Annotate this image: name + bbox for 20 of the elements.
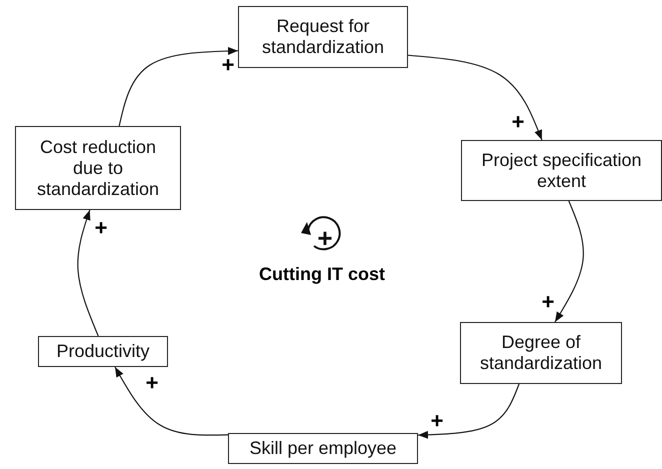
arrow bbox=[114, 366, 228, 436]
arrow bbox=[418, 384, 520, 439]
variable-label: Skill per employee bbox=[249, 438, 397, 459]
variable-label: Request for standardization bbox=[260, 16, 386, 58]
arrow bbox=[554, 200, 584, 322]
variable-box bbox=[461, 140, 662, 201]
arrow bbox=[77, 210, 99, 336]
variable-label: Cost reduction due to standardization bbox=[36, 136, 160, 200]
variable-box bbox=[15, 126, 181, 210]
variable-label: Degree of standardization bbox=[478, 332, 604, 374]
variable-label: Productivity bbox=[56, 341, 150, 362]
variable-label: Project specification extent bbox=[480, 150, 643, 192]
variable-box bbox=[460, 322, 622, 384]
arrow bbox=[118, 47, 238, 126]
variable-box bbox=[228, 433, 418, 464]
loop-name: Cutting IT cost bbox=[258, 264, 386, 285]
loop-polarity: + bbox=[317, 228, 333, 248]
variable-box bbox=[238, 6, 408, 68]
variable-box bbox=[38, 336, 168, 367]
arrow bbox=[408, 54, 542, 140]
